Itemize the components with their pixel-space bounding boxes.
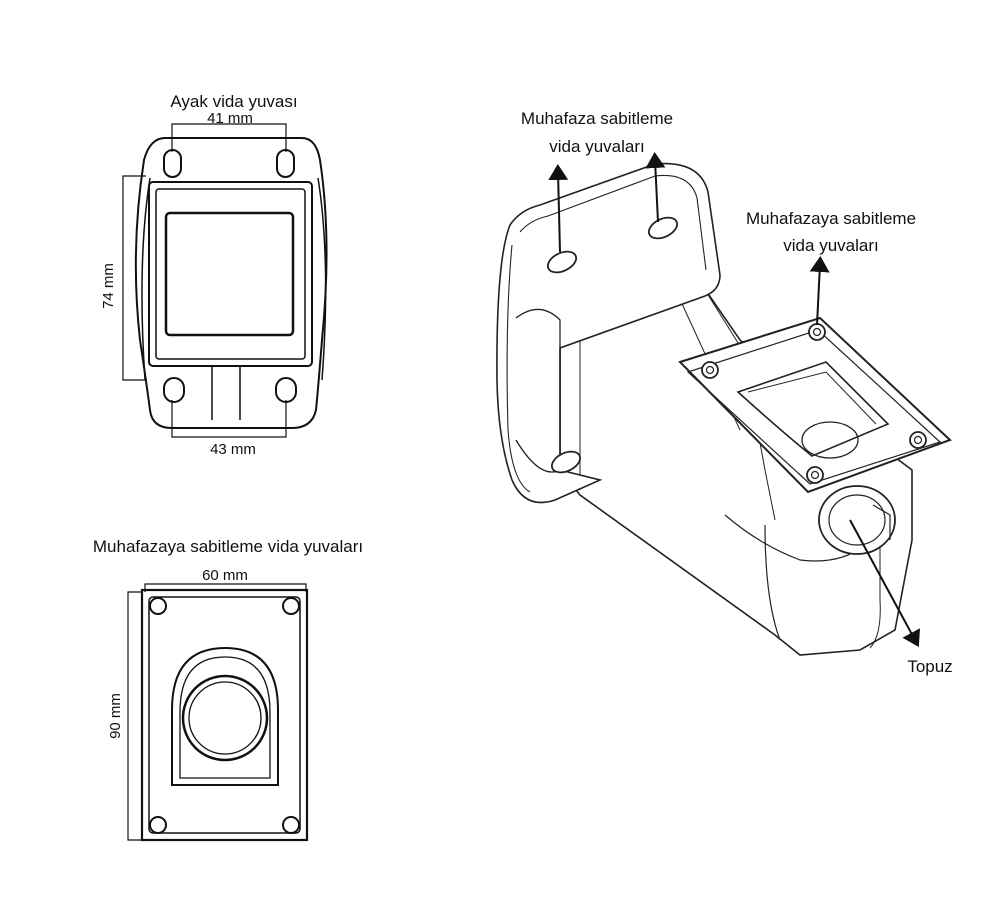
wall-plate-outline: [134, 137, 328, 429]
dim-43mm: 43 mm: [210, 441, 256, 458]
housing-plate-title: Muhafazaya sabitleme vida yuvaları: [93, 537, 363, 556]
wall-plate-dimensions: [122, 123, 287, 438]
arrow-to-housing: [809, 256, 830, 326]
arrow-housing-fix-left: [548, 164, 569, 253]
bracket-top-plate-opening: [736, 361, 890, 457]
housing-tongue: [171, 646, 279, 786]
housing-fix-label-line2: vida yuvaları: [549, 137, 644, 156]
callout-arrows: [548, 152, 920, 648]
foot-screw-slot-label: Ayak vida yuvası: [170, 92, 297, 111]
slot-bottom-right: [275, 377, 297, 403]
to-housing-label-line1: Muhafazaya sabitleme: [746, 209, 916, 228]
dim-60mm: 60 mm: [202, 567, 248, 584]
bracket-knob: [818, 485, 896, 555]
top-plate-hole-1: [701, 361, 719, 379]
housing-hole-top-left: [149, 597, 167, 615]
housing-plate-dimensions: [127, 583, 307, 841]
slot-top-right: [276, 149, 295, 178]
top-plate-hole-4: [806, 466, 824, 484]
wall-plate-window: [164, 211, 295, 337]
bracket-slot-lower-left: [550, 450, 582, 474]
top-plate-hole-3: [909, 431, 927, 449]
top-plate-hole-2: [808, 323, 826, 341]
arrow-knob: [849, 519, 920, 648]
knob-label: Topuz: [907, 657, 952, 676]
bracket-slot-upper-left: [546, 250, 578, 274]
to-housing-label-line2: vida yuvaları: [783, 236, 878, 255]
housing-center-hole: [181, 674, 269, 762]
bracket-3d-view: [496, 162, 952, 656]
slot-top-left: [163, 149, 182, 178]
slot-bottom-left: [163, 377, 185, 403]
wall-plate-view: [134, 137, 328, 429]
housing-plate-view: [140, 588, 309, 842]
dim-74mm: 74 mm: [100, 263, 117, 309]
housing-hole-top-right: [282, 597, 300, 615]
housing-hole-bottom-left: [149, 816, 167, 834]
bracket-slot-upper-right: [647, 216, 679, 240]
arrow-housing-fix-right: [645, 152, 666, 223]
housing-hole-bottom-right: [282, 816, 300, 834]
housing-plate-outline: [140, 588, 309, 842]
dim-41mm: 41 mm: [207, 110, 253, 127]
housing-fix-label-line1: Muhafaza sabitleme: [521, 109, 673, 128]
wall-plate-inner-frame: [148, 181, 313, 367]
dim-90mm: 90 mm: [107, 693, 124, 739]
